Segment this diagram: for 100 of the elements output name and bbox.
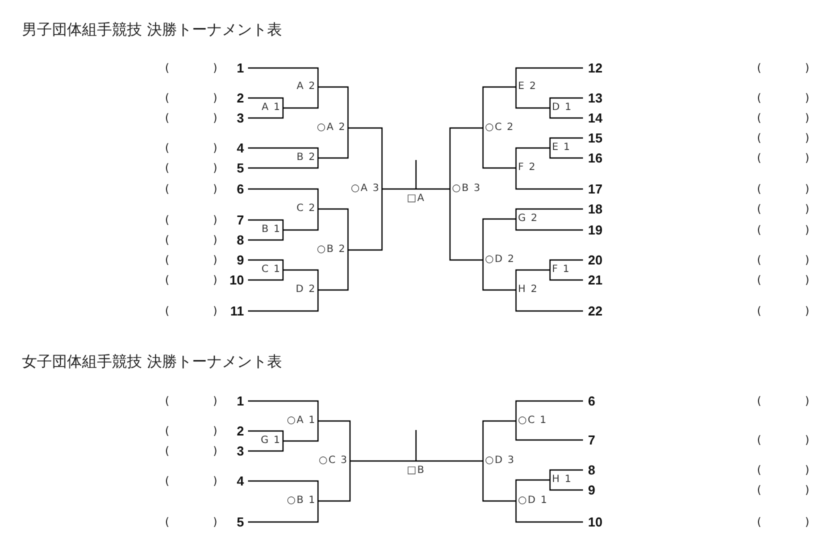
bracket-line [549,137,583,148]
blank-parenthesis: ) [805,254,810,266]
seed-number: 5 [236,162,244,174]
bracket-line [318,86,349,128]
blank-parenthesis: ( [757,224,762,236]
blank-parenthesis: ( [757,274,762,286]
blank-parenthesis: ) [805,184,810,194]
bracket-line [515,208,583,219]
bracket-line [382,188,417,190]
blank-parenthesis: ( [165,142,170,154]
bracket-line [482,260,516,291]
blank-parenthesis: ( [165,446,170,456]
match-label: ○B 3 [452,184,482,194]
blank-parenthesis: ) [213,162,218,174]
match-label: H 1 [552,475,572,485]
blank-parenthesis: ( [165,162,170,174]
bracket-line [515,168,583,190]
blank-parenthesis: ) [213,446,218,456]
seed-number: 9 [588,484,596,496]
seed-number: 6 [236,182,244,196]
match-label: ○B 2 [316,245,346,255]
blank-parenthesis: ) [213,306,218,316]
seed-number: 7 [588,434,596,446]
match-label: B 1 [262,225,281,235]
blank-parenthesis: ( [165,254,170,266]
blank-parenthesis: ( [165,92,170,104]
blank-parenthesis: ) [805,516,810,528]
blank-parenthesis: ( [165,62,170,74]
bracket-line [415,460,483,462]
blank-parenthesis: ( [757,306,762,316]
bracket-line [482,128,516,169]
blank-parenthesis: ) [805,396,810,406]
bracket-line [248,290,319,312]
match-label: E 1 [552,143,571,153]
bracket-line [283,421,319,442]
bracket-line [248,219,284,230]
seed-number: 4 [236,142,244,154]
seed-number: 9 [236,254,244,266]
match-label: ○C 1 [518,416,548,426]
bracket-line [348,189,383,251]
bracket-line [549,148,583,159]
blank-parenthesis: ( [757,62,762,74]
match-label: C 1 [261,265,281,275]
blank-parenthesis: ( [165,306,170,316]
match-label: ○A 3 [350,184,380,194]
blank-parenthesis: ) [805,434,810,446]
seed-number: 2 [236,92,244,104]
seed-number: 8 [588,464,596,476]
match-label: A 2 [296,82,316,92]
blank-parenthesis: ) [805,224,810,236]
bracket-line [515,400,583,421]
bracket-line [248,259,284,270]
match-label: G 1 [260,436,281,446]
bracket-line [482,86,516,128]
bracket-line [515,421,583,441]
bracket-line [318,461,351,502]
bracket-line [549,270,583,281]
blank-parenthesis: ) [213,274,218,286]
bracket-line [515,87,550,109]
match-label: H 2 [518,285,538,295]
match-label: F 2 [518,163,536,173]
blank-parenthesis: ) [805,112,810,124]
seed-number: 10 [588,516,602,528]
bracket-line [248,400,319,421]
blank-parenthesis: ) [805,204,810,214]
blank-parenthesis: ) [213,426,218,436]
bracket-line [248,441,284,452]
seed-number: 8 [236,234,244,246]
blank-parenthesis: ) [213,112,218,124]
match-label: F 1 [552,265,570,275]
bracket-line [283,209,319,231]
seed-number: 22 [588,304,602,318]
bracket-line [248,188,319,209]
bracket-line [248,270,284,281]
blank-parenthesis: ) [213,516,218,528]
match-label: E 2 [518,82,537,92]
bracket-line [318,420,351,461]
bracket-line [248,430,284,441]
blank-parenthesis: ) [213,476,218,486]
bracket-line [549,469,583,480]
blank-parenthesis: ( [757,92,762,104]
seed-number: 20 [588,254,602,266]
bracket-line [549,97,583,108]
bracket-line [515,67,583,87]
bracket-line [415,160,417,189]
match-label: D 1 [552,103,572,113]
blank-parenthesis: ( [757,112,762,124]
bracket-line [515,290,583,312]
seed-number: 2 [236,424,244,438]
bracket-line [515,269,550,290]
bracket-line [248,501,319,523]
bracket-line [318,128,349,159]
match-label: ○C 3 [318,456,348,466]
seed-number: 21 [588,274,602,286]
match-label: ○B 1 [286,496,316,506]
seed-number: 3 [236,112,244,124]
blank-parenthesis: ( [165,426,170,436]
blank-parenthesis: ) [213,62,218,74]
seed-number: 11 [230,304,244,318]
bracket-line [482,218,516,260]
